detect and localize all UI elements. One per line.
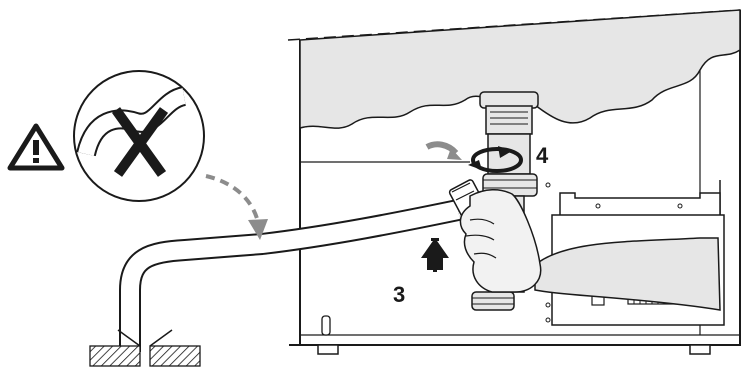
arm-sleeve: [534, 237, 721, 311]
step-4-label: 4: [536, 143, 549, 168]
raise-arrow-icon: [421, 238, 449, 272]
rotate-arrow-icon: [468, 146, 523, 173]
floor-drain: [89, 329, 201, 367]
curved-arrow-icon: [205, 174, 268, 240]
cabinet-foot: [317, 344, 339, 355]
appliance-cabinet: [287, 9, 741, 355]
warning-icon: [7, 123, 65, 171]
kinked-hose-prohibited-icon: [73, 70, 205, 202]
curved-arrow-icon: [425, 141, 462, 160]
side-peg: [321, 315, 331, 336]
step-3-label: 3: [393, 282, 405, 307]
cabinet-foot: [689, 344, 711, 355]
hand: [459, 189, 542, 293]
